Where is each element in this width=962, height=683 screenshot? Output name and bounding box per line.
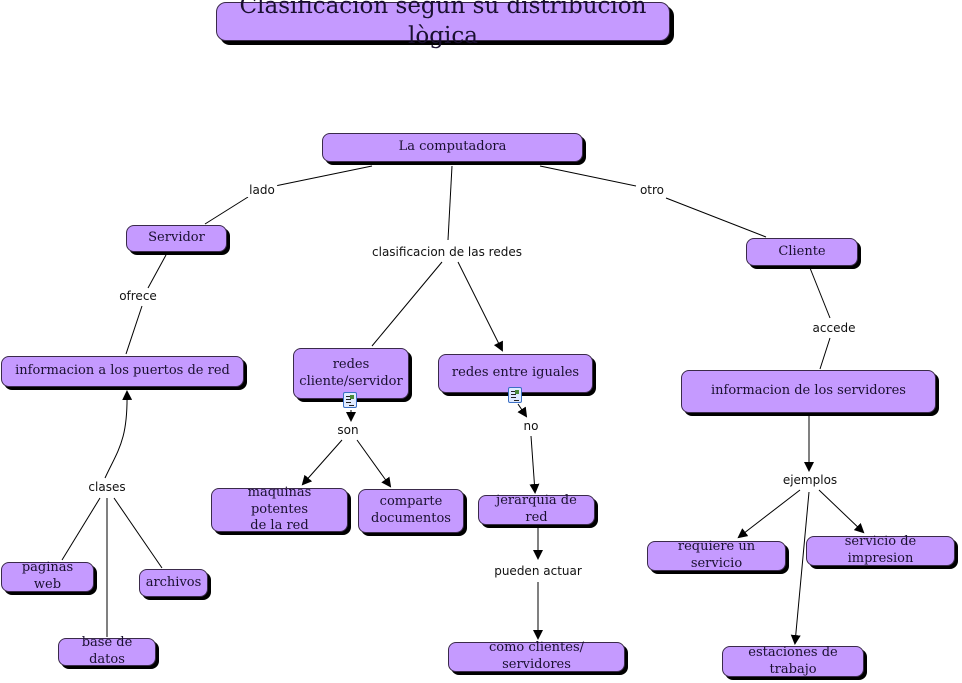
link-label-accede[interactable]: accede <box>810 321 858 335</box>
resource-icon[interactable] <box>508 387 522 403</box>
node-paginas-web[interactable]: paginas web <box>1 560 94 592</box>
line-son-comparte <box>356 439 392 488</box>
line-cliente-accede <box>809 267 831 319</box>
node-label: La computadora <box>398 139 507 155</box>
node-redes-iguales[interactable]: redes entre iguales <box>438 354 593 393</box>
node-label: Cliente <box>778 243 826 259</box>
node-label: como clientes/ servidores <box>488 640 585 672</box>
node-computadora[interactable]: La computadora <box>322 133 583 162</box>
line-clasificacion-redescs <box>371 261 443 347</box>
node-label: cliente/servidor <box>299 373 403 389</box>
node-label: informacion a los puertos de red <box>15 363 230 379</box>
node-label: comparte <box>379 494 443 510</box>
node-label: archivos <box>145 574 202 590</box>
line-no-jerarquia <box>529 435 540 494</box>
link-label-son[interactable]: son <box>335 423 361 437</box>
line-ofrece-infopuertos <box>125 305 143 355</box>
node-label: requiere un servicio <box>677 539 756 571</box>
node-label: maquinas potentes <box>247 484 312 517</box>
line-ejemplos-impresion <box>818 489 865 534</box>
map-title: Clasificacion segun su distribucion lògi… <box>216 0 670 49</box>
line-ejemplos-requiere <box>737 489 801 539</box>
line-otro-cliente <box>665 197 767 238</box>
line-clases-infopuertos <box>104 390 133 479</box>
line-clases-paginas <box>61 497 101 561</box>
node-label: base de datos <box>81 635 133 667</box>
node-jerarquia[interactable]: jerarquia de red <box>478 493 595 525</box>
map-title-text: Clasificacion segun su distribucion lògi… <box>239 0 647 49</box>
line-son-maquinas <box>301 439 343 486</box>
node-label: redes entre iguales <box>451 365 580 381</box>
node-label: servicio de impresion <box>844 534 917 566</box>
line-iguales-no <box>517 403 528 418</box>
line-clasificacion-iguales <box>457 261 503 352</box>
node-label: Servidor <box>148 230 205 246</box>
line-computadora-lado <box>274 165 373 187</box>
node-label: documentos <box>371 511 451 526</box>
node-archivos[interactable]: archivos <box>139 569 208 597</box>
link-label-clasificacion[interactable]: clasificacion de las redes <box>370 245 524 259</box>
line-servidor-ofrece <box>147 254 167 289</box>
node-info-servidores[interactable]: informacion de los servidores <box>681 370 936 413</box>
node-label: jerarquia de red <box>496 493 577 525</box>
node-requiere-servicio[interactable]: requiere un servicio <box>647 539 786 571</box>
line-lado-servidor <box>204 196 249 225</box>
node-label: estaciones de trabajo <box>748 644 838 677</box>
link-label-no[interactable]: no <box>521 419 541 433</box>
node-como-clientes[interactable]: como clientes/ servidores <box>448 640 625 672</box>
node-label: redes <box>332 356 370 372</box>
line-accede-infoservidores <box>819 337 831 370</box>
node-servidor[interactable]: Servidor <box>126 225 227 252</box>
link-label-pueden-actuar[interactable]: pueden actuar <box>492 564 584 578</box>
node-cliente[interactable]: Cliente <box>746 238 858 266</box>
node-info-puertos[interactable]: informacion a los puertos de red <box>1 356 244 387</box>
node-label: de la red <box>250 518 309 534</box>
link-label-lado[interactable]: lado <box>247 183 277 197</box>
line-ejemplos-estaciones <box>790 491 810 645</box>
link-label-ejemplos[interactable]: ejemplos <box>780 473 840 487</box>
line-computadora-otro <box>539 165 637 187</box>
link-label-ofrece[interactable]: ofrece <box>117 289 159 303</box>
link-label-clases[interactable]: clases <box>86 480 128 494</box>
node-label: paginas web <box>21 560 74 592</box>
resource-icon[interactable] <box>343 392 357 408</box>
node-servicio-impresion[interactable]: servicio de impresion <box>806 534 955 566</box>
link-label-otro[interactable]: otro <box>637 183 667 197</box>
line-clases-archivos <box>113 497 163 569</box>
node-label: informacion de los servidores <box>711 383 906 399</box>
line-computadora-clasificacion <box>447 165 453 241</box>
node-base-datos[interactable]: base de datos <box>58 635 156 667</box>
node-estaciones-trabajo[interactable]: estaciones de trabajo <box>722 644 864 677</box>
